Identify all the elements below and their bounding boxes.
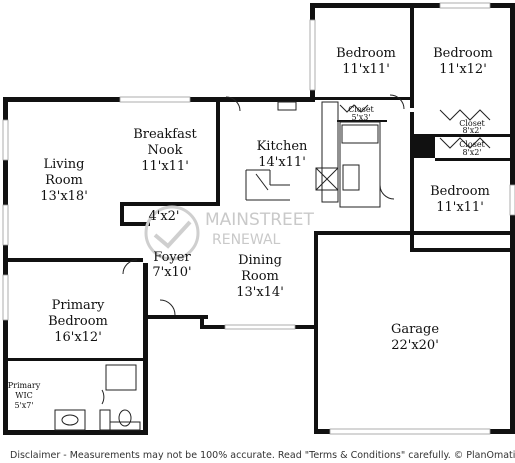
watermark-logo-icon — [144, 205, 200, 261]
windows — [2, 2, 515, 435]
living-line1: Living — [44, 157, 85, 172]
disclaimer: Disclaimer - Measurements may not be 100… — [10, 450, 515, 461]
bedroom-b-name: Bedroom — [433, 46, 493, 61]
living-line2: Room — [45, 173, 83, 188]
garage-dim: 22'x20' — [391, 338, 439, 353]
dining-dim: 13'x14' — [236, 285, 284, 300]
bedroom-c-name: Bedroom — [430, 184, 490, 199]
kitchen-name: Kitchen — [257, 139, 308, 154]
breakfast-line2: Nook — [148, 143, 183, 158]
kitchen-dim: 14'x11' — [258, 155, 306, 170]
breakfast-line1: Breakfast — [133, 127, 197, 142]
closet-a-dim: 5'x3' — [351, 113, 370, 122]
primary-wic-dim: 5'x7' — [14, 401, 33, 410]
primary-wic-line1: Primary — [8, 381, 41, 390]
closet-c-name: Closet — [459, 140, 485, 149]
bedroom-b-dim: 11'x12' — [439, 62, 487, 77]
closet-b-name: Closet — [459, 119, 485, 128]
primary-bedroom-dim: 16'x12' — [54, 330, 102, 345]
foyer-name: Foyer — [153, 250, 191, 265]
bedroom-a-dim: 11'x11' — [342, 62, 390, 77]
small-space-dim: 4'x2' — [148, 209, 179, 224]
garage-name: Garage — [391, 322, 439, 337]
dining-line2: Room — [241, 269, 279, 284]
closet-a-name: Closet — [348, 105, 374, 114]
primary-bedroom-line1: Primary — [52, 298, 105, 313]
watermark: MAINSTREET RENEWAL — [144, 205, 314, 261]
primary-wic-line2: WIC — [15, 391, 33, 400]
room-labels: Bedroom 11'x11' Bedroom 11'x12' Bedroom … — [8, 46, 493, 410]
closet-c-dim: 8'x2' — [462, 148, 481, 157]
bedroom-a-name: Bedroom — [336, 46, 396, 61]
living-dim: 13'x18' — [40, 189, 88, 204]
bedroom-c-dim: 11'x11' — [436, 200, 484, 215]
primary-bedroom-line2: Bedroom — [48, 314, 108, 329]
watermark-line1: MAINSTREET — [205, 210, 314, 230]
breakfast-dim: 11'x11' — [141, 159, 189, 174]
foyer-dim: 7'x10' — [152, 265, 191, 280]
dining-line1: Dining — [238, 253, 282, 268]
watermark-line2: RENEWAL — [212, 232, 281, 248]
fixtures — [54, 94, 491, 431]
closet-b-dim: 8'x2' — [462, 126, 481, 135]
